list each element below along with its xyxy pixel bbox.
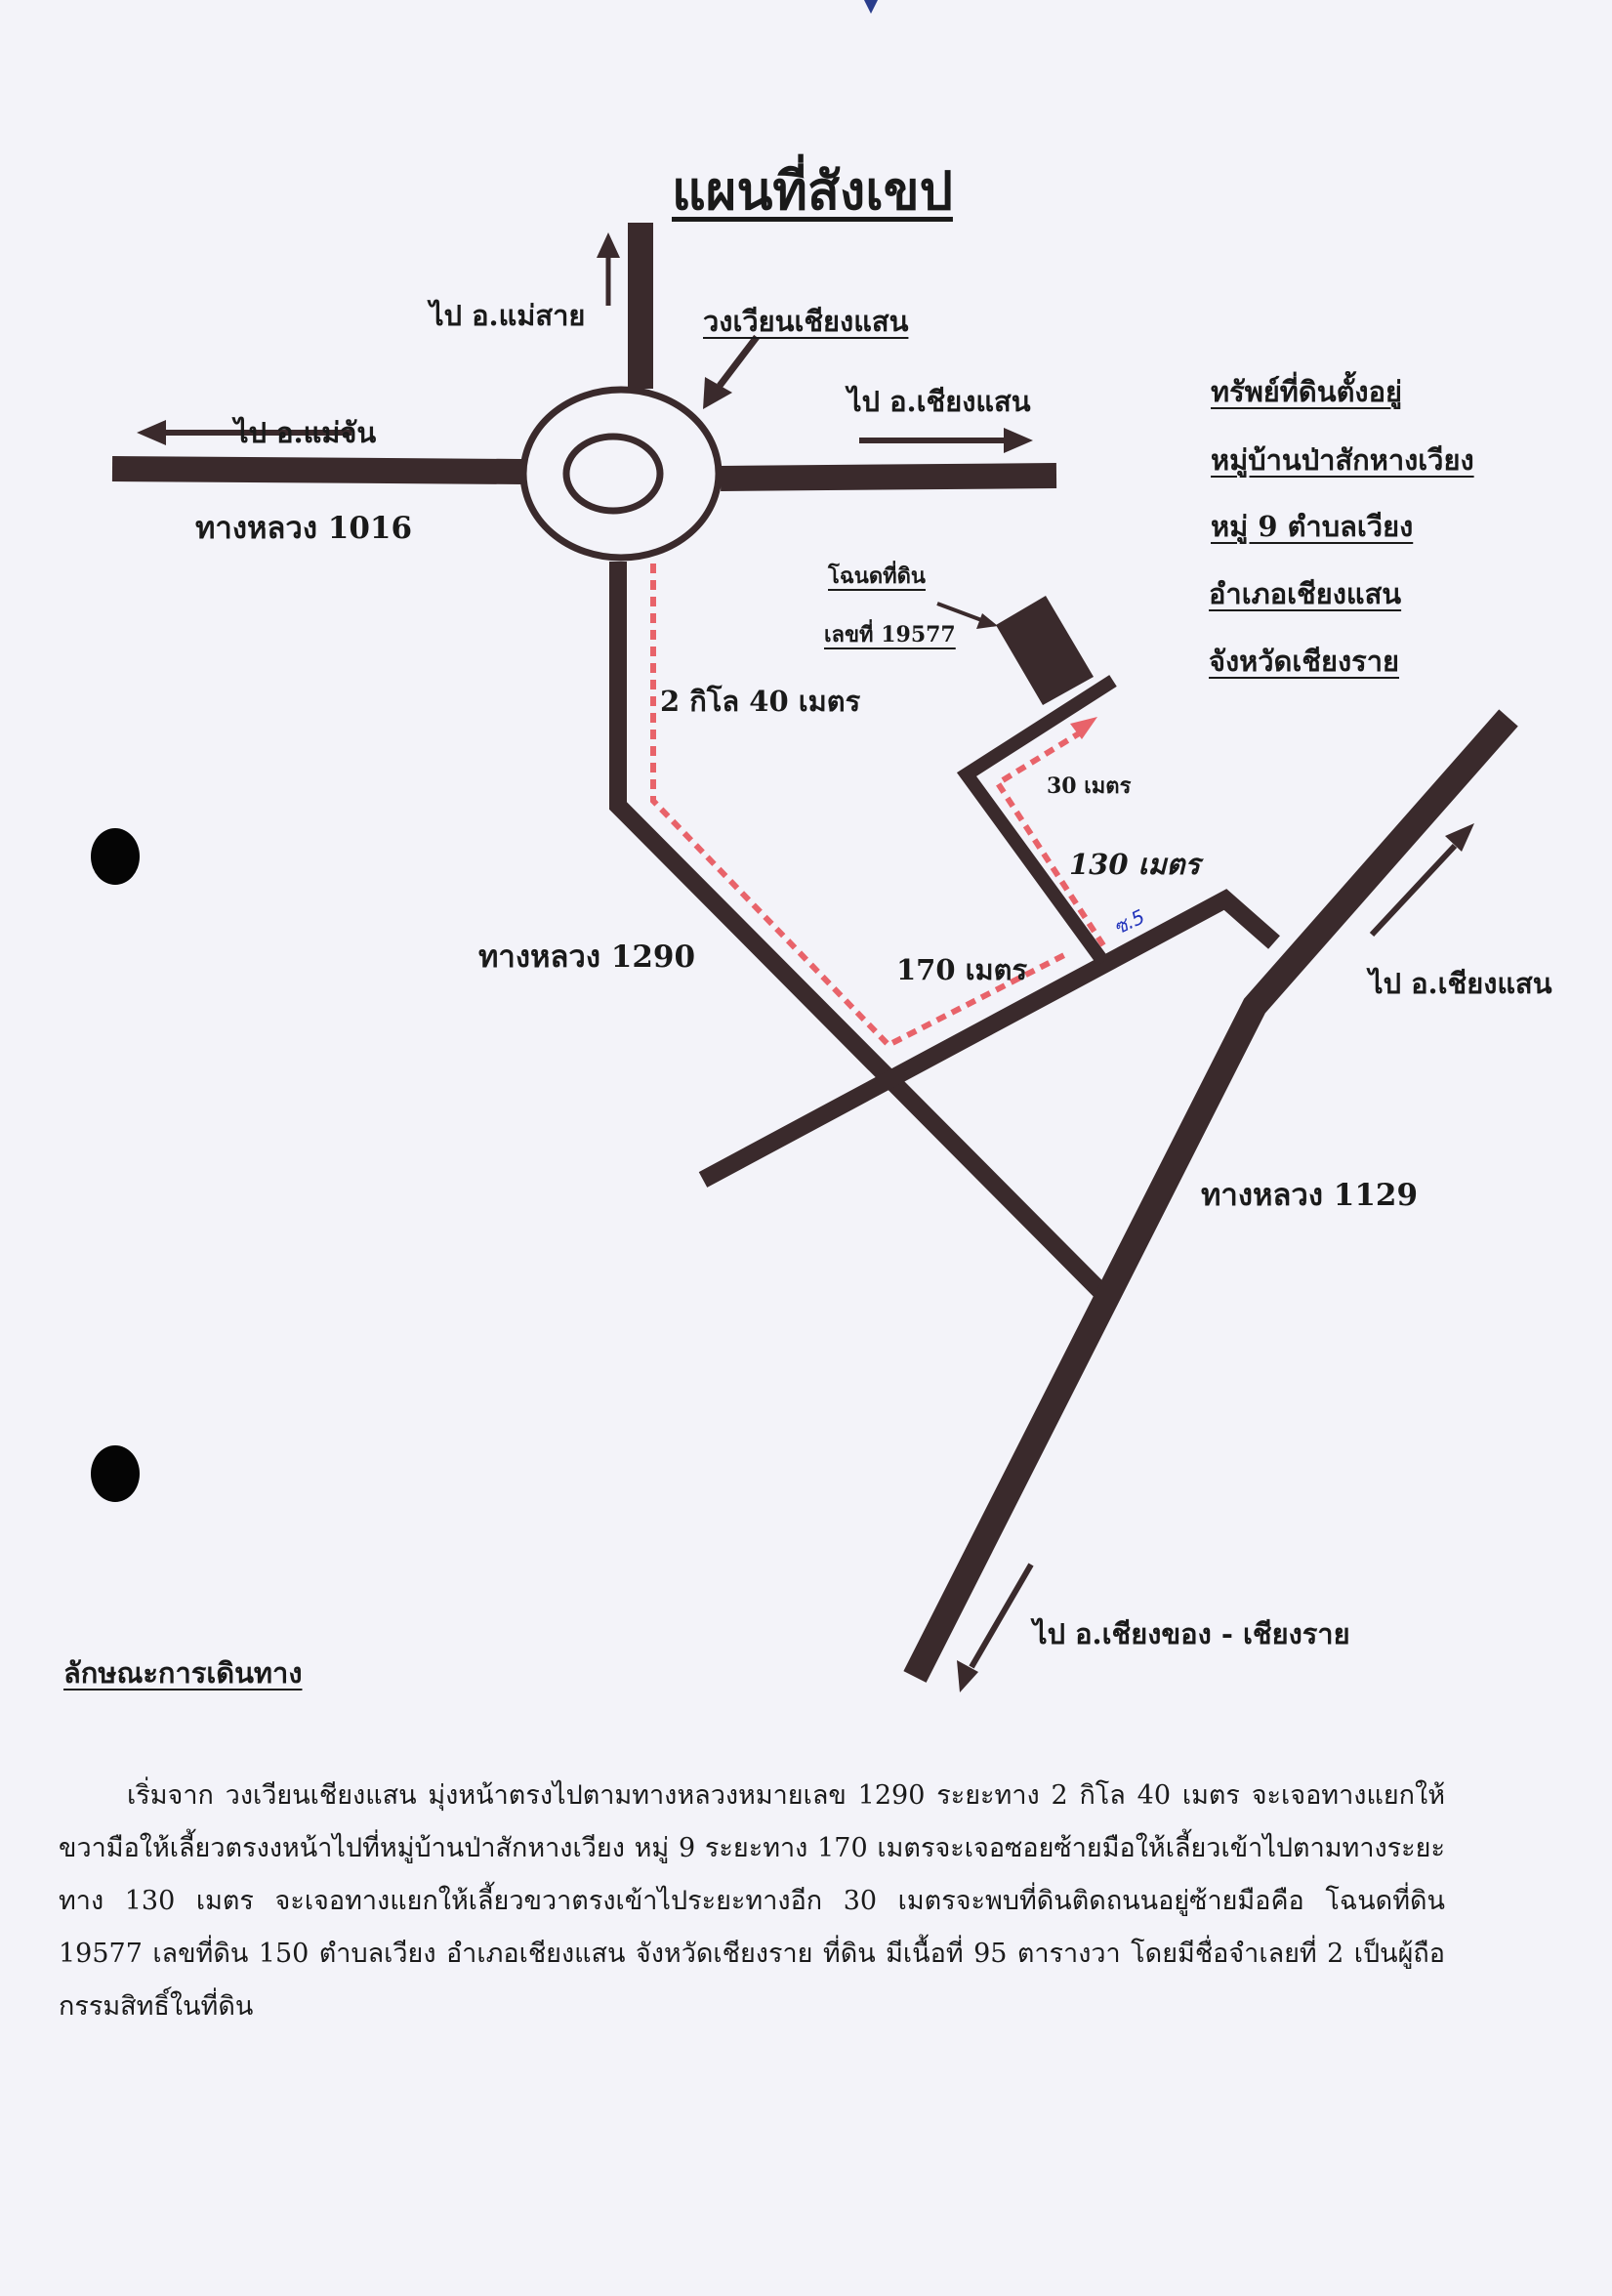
- location-moo: หมู่ 9 ตำบลเวียง: [1211, 510, 1414, 543]
- label-deed-line2: เลขที่ 19577: [824, 622, 956, 647]
- punch-hole-bottom: [91, 1445, 140, 1502]
- road-soi: [956, 675, 1117, 967]
- route-path: [650, 564, 1106, 1049]
- label-to-maesai: ไป อ.แม่สาย: [430, 299, 586, 332]
- label-hwy-1016: ทางหลวง 1016: [195, 511, 413, 546]
- top-edge-mark: [864, 0, 878, 14]
- label-hwy-1290: ทางหลวง 1290: [478, 939, 696, 975]
- label-dist-130: 130 เมตร: [1069, 848, 1201, 881]
- label-to-maechan: ไป อ.แม่จัน: [234, 416, 377, 449]
- arrows: [137, 232, 1474, 1692]
- label-deed-line1: โฉนดที่ดิน: [828, 564, 926, 589]
- roundabout: [519, 386, 723, 562]
- road-1290: [609, 562, 1110, 1301]
- arrow-upright-chiangsaen-icon: [1369, 823, 1474, 938]
- directions-text: เริ่มจาก วงเวียนเชียงแสน มุ่งหน้าตรงไปตา…: [59, 1780, 1445, 2022]
- arrow-right-chiangsaen-icon: [859, 428, 1033, 453]
- label-to-chiangkhong: ไป อ.เชียงของ - เชียงราย: [1033, 1617, 1350, 1650]
- arrow-up-maesai-icon: [597, 232, 620, 306]
- label-dist-2km: 2 กิโล 40 เมตร: [660, 685, 861, 718]
- label-to-chiangsaen-top: ไป อ.เชียงแสน: [847, 385, 1031, 418]
- roundabout-inner: [562, 433, 664, 515]
- arrow-downleft-chiangkhong-icon: [957, 1563, 1034, 1692]
- label-dist-30: 30 เมตร: [1047, 773, 1132, 799]
- label-roundabout: วงเวียนเชียงแสน: [703, 305, 909, 338]
- directions-heading: ลักษณะการเดินทาง: [63, 1656, 303, 1690]
- label-to-chiangsaen-right: ไป อ.เชียงแสน: [1369, 967, 1552, 1000]
- page-title: แผนที่สังเขป: [672, 159, 953, 222]
- arrow-deed-pointer-icon: [936, 602, 998, 629]
- roads: [111, 223, 1518, 1683]
- road-east: [720, 463, 1057, 491]
- punch-hole-top: [91, 828, 140, 885]
- road-village: [698, 889, 1280, 1188]
- label-dist-170: 170 เมตร: [896, 953, 1028, 986]
- land-plot: [996, 596, 1094, 705]
- location-village: หมู่บ้านป่าสักหางเวียง: [1211, 443, 1474, 477]
- road-1016-west: [111, 456, 523, 484]
- location-heading: ทรัพย์ที่ดินตั้งอยู่: [1211, 375, 1402, 408]
- location-district: อำเภอเชียงแสน: [1209, 577, 1402, 610]
- label-hwy-1129: ทางหลวง 1129: [1201, 1178, 1419, 1213]
- arrow-left-maechan-icon: [137, 420, 351, 445]
- location-province: จังหวัดเชียงราย: [1209, 645, 1399, 678]
- road-1129: [903, 709, 1518, 1683]
- arrow-roundabout-pointer-icon: [703, 334, 760, 409]
- route-arrowhead-icon: [1070, 717, 1097, 739]
